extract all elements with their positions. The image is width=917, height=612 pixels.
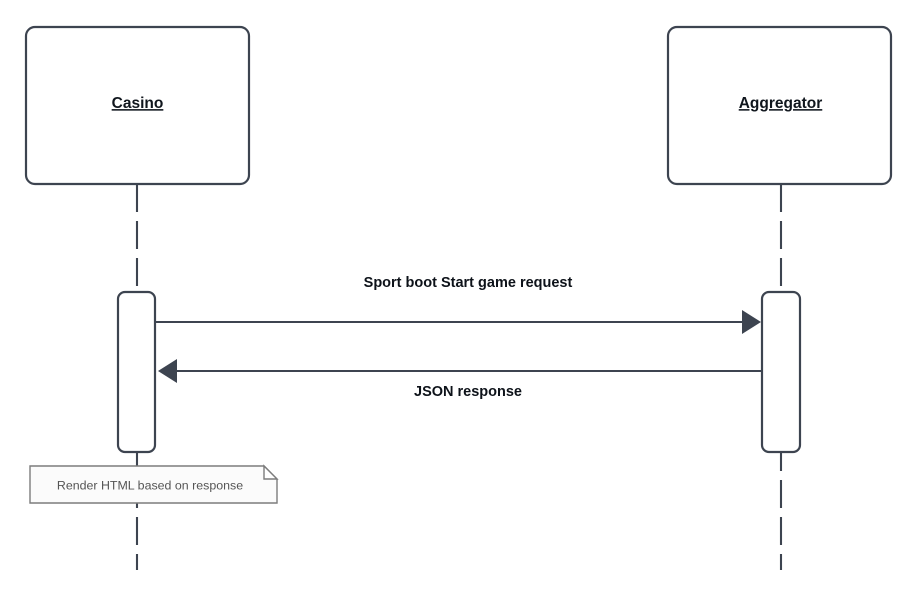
participant-aggregator[interactable]: Aggregator — [666, 25, 893, 186]
message-json-response[interactable]: JSON response — [158, 359, 761, 400]
participant-casino[interactable]: Casino — [24, 25, 251, 186]
participant-aggregator-label: Aggregator — [739, 95, 823, 112]
message-json-response-label: JSON response — [414, 384, 522, 400]
note-fold-corner-icon — [263, 464, 279, 480]
note-render-html-shape[interactable] — [29, 465, 278, 504]
participant-casino-label: Casino — [112, 95, 164, 112]
message-start-game-request[interactable]: Sport boot Start game request — [156, 275, 761, 334]
note-render-html-label: Render HTML based on response — [57, 478, 243, 492]
participant-aggregator-box[interactable] — [666, 25, 893, 186]
message-start-game-request-label: Sport boot Start game request — [364, 275, 573, 291]
activation-bar-aggregator[interactable] — [760, 290, 802, 454]
note-render-html[interactable]: Render HTML based on response — [29, 464, 279, 504]
arrow-head-left-icon — [158, 359, 177, 383]
activation-bar-casino[interactable] — [116, 290, 157, 454]
participant-casino-box[interactable] — [24, 25, 251, 186]
arrow-head-right-icon — [742, 310, 761, 334]
